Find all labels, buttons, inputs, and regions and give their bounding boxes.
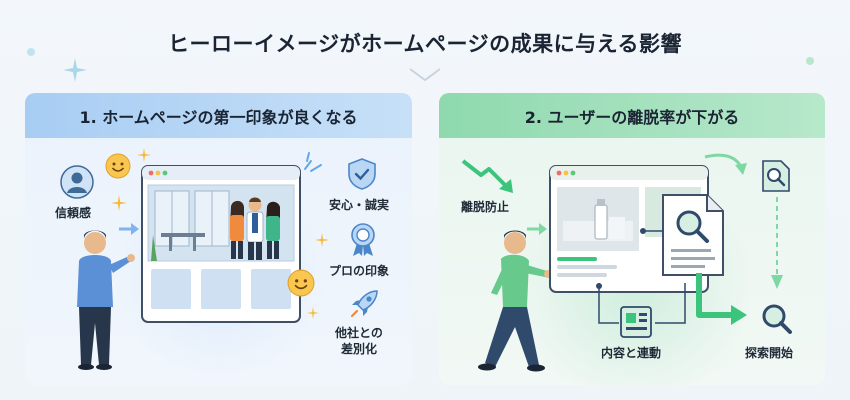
smiley-icon xyxy=(105,153,131,179)
magnifier-document-icon xyxy=(762,160,790,192)
dot-decoration-right xyxy=(806,57,814,65)
flow-arrow-to-search xyxy=(696,273,747,325)
website-mockup xyxy=(141,165,301,323)
smiley-icon xyxy=(287,269,315,297)
magnifier-icon xyxy=(762,304,792,334)
presenter-person-illustration xyxy=(77,230,135,370)
sparkle-icon xyxy=(315,233,329,247)
sparkle-icon xyxy=(137,148,151,162)
dashed-arrow-down xyxy=(771,197,783,289)
label-differentiation: 他社との 差別化 xyxy=(335,325,383,357)
dot-decoration-left xyxy=(27,48,35,56)
magnifier-document-icon xyxy=(662,194,724,276)
label-search-start: 探索開始 xyxy=(745,346,794,360)
label-trust: 信頼感 xyxy=(55,206,92,220)
panel-first-impression: 1. ホームページの第一印象が良くなる 信頼感 xyxy=(25,93,412,385)
sparkle-icon xyxy=(111,195,127,211)
title-caret xyxy=(409,68,441,82)
panel-heading-bounce-rate: 2. ユーザーの離脱率が下がる xyxy=(439,93,825,138)
sparkle-decoration-left xyxy=(63,58,87,82)
emphasis-lines-icon xyxy=(304,152,322,172)
connector-dot xyxy=(640,228,663,234)
shield-check-icon xyxy=(348,158,376,190)
panel-heading-first-impression: 1. ホームページの第一印象が良くなる xyxy=(25,93,412,138)
label-pro-impression: プロの印象 xyxy=(329,264,390,278)
flow-connector-lines xyxy=(596,283,686,324)
label-bounce-prevention: 離脱防止 xyxy=(461,200,510,214)
ribbon-medal-icon xyxy=(351,223,375,256)
news-document-icon xyxy=(620,306,652,338)
person-icon xyxy=(60,165,94,199)
panel-bounce-rate: 2. ユーザーの離脱率が下がる 離脱防止 xyxy=(439,93,825,385)
label-differentiation-line2: 差別化 xyxy=(340,342,377,357)
sparkle-icon xyxy=(307,307,319,319)
rocket-icon xyxy=(350,290,378,318)
label-content-link: 内容と連動 xyxy=(601,346,662,360)
label-differentiation-line1: 他社との xyxy=(335,326,383,340)
arrow-right-icon xyxy=(527,223,547,235)
curved-arrow-icon xyxy=(704,153,747,175)
walking-person-illustration xyxy=(478,230,552,372)
trend-down-arrow-icon xyxy=(461,159,513,193)
label-security: 安心・誠実 xyxy=(329,198,390,212)
arrow-right-icon xyxy=(119,223,139,235)
page-title: ヒーローイメージがホームページの成果に与える影響 xyxy=(168,32,682,56)
